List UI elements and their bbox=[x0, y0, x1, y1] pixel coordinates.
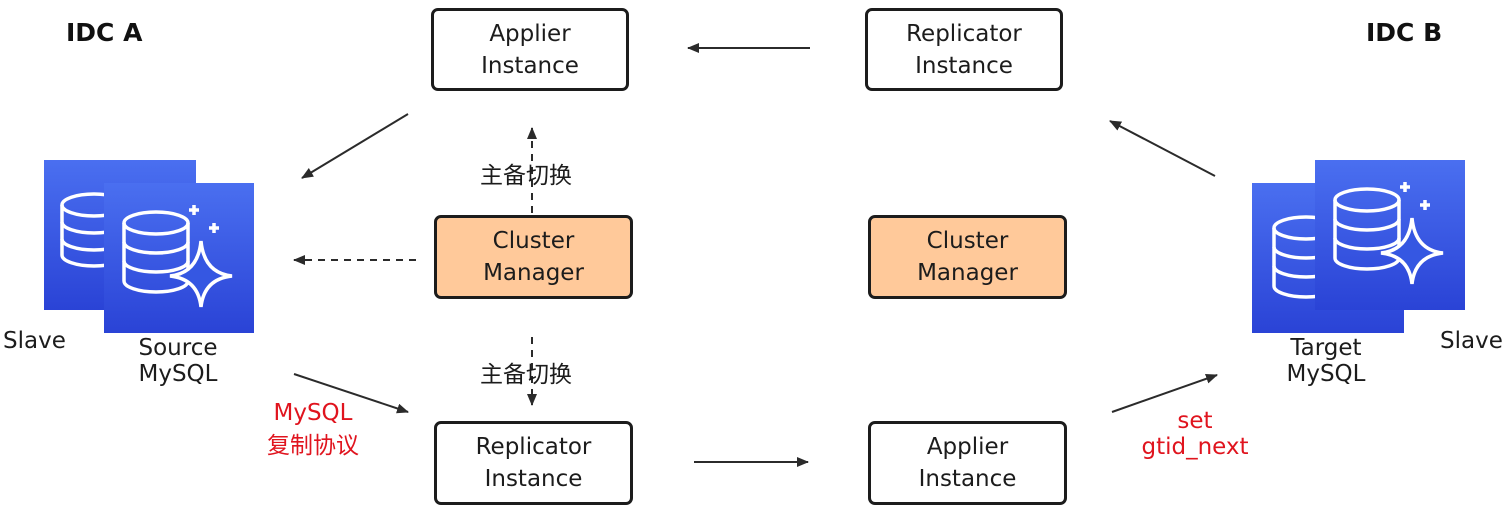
box-label-line2: Instance bbox=[915, 52, 1013, 79]
set-gtid-next-label: set gtid_next bbox=[1130, 408, 1260, 460]
target-label-line2: MySQL bbox=[1286, 361, 1366, 387]
box-label-line2: Instance bbox=[484, 466, 583, 492]
cluster-manager-box-left: Cluster Manager bbox=[434, 215, 633, 299]
arrow-target-to-replicator-top bbox=[1109, 120, 1216, 177]
box-label-line1: Applier bbox=[489, 20, 571, 47]
idc-b-title: IDC B bbox=[1366, 18, 1443, 47]
cluster-manager-box-right: Cluster Manager bbox=[868, 215, 1067, 299]
right-slave-label: Slave bbox=[1440, 328, 1503, 354]
target-label-line1: Target bbox=[1290, 335, 1362, 361]
gtid-line2: gtid_next bbox=[1141, 434, 1249, 460]
applier-instance-box-bottom: Applier Instance bbox=[868, 421, 1067, 505]
replicator-instance-box-bottom: Replicator Instance bbox=[434, 421, 633, 505]
slave-database-icon-right bbox=[1315, 160, 1465, 310]
failover-label-top: 主备切换 bbox=[480, 163, 572, 189]
left-slave-label: Slave bbox=[3, 328, 66, 354]
gtid-line1: set bbox=[1177, 408, 1213, 434]
box-label-line2: Manager bbox=[917, 260, 1018, 286]
protocol-line1: MySQL bbox=[273, 400, 353, 426]
box-label-line1: Applier bbox=[926, 434, 1009, 460]
mysql-replication-protocol-label: MySQL 复制协议 bbox=[248, 400, 378, 460]
failover-label-bottom: 主备切换 bbox=[480, 362, 572, 388]
source-mysql-database-icon bbox=[104, 183, 254, 333]
arrow-applier-to-target bbox=[1111, 373, 1218, 413]
protocol-line2: 复制协议 bbox=[267, 433, 359, 459]
box-label-line2: Instance bbox=[481, 52, 579, 79]
source-label-line1: Source bbox=[138, 335, 218, 361]
box-label-line2: Manager bbox=[483, 260, 584, 286]
box-label-line1: Cluster bbox=[926, 228, 1009, 254]
box-label-line1: Replicator bbox=[906, 20, 1022, 47]
idc-a-title: IDC A bbox=[66, 18, 143, 47]
box-label-line1: Cluster bbox=[492, 228, 575, 254]
source-mysql-label: Source MySQL bbox=[128, 335, 228, 387]
arrow-source-to-replicator bbox=[293, 373, 409, 414]
source-label-line2: MySQL bbox=[138, 361, 218, 387]
box-label-line2: Instance bbox=[918, 466, 1017, 492]
box-label-line1: Replicator bbox=[475, 434, 592, 460]
arrow-applier-to-source bbox=[301, 113, 409, 179]
applier-instance-box-top: Applier Instance bbox=[431, 8, 629, 91]
replicator-instance-box-top: Replicator Instance bbox=[865, 8, 1063, 91]
target-mysql-label: Target MySQL bbox=[1276, 335, 1376, 387]
